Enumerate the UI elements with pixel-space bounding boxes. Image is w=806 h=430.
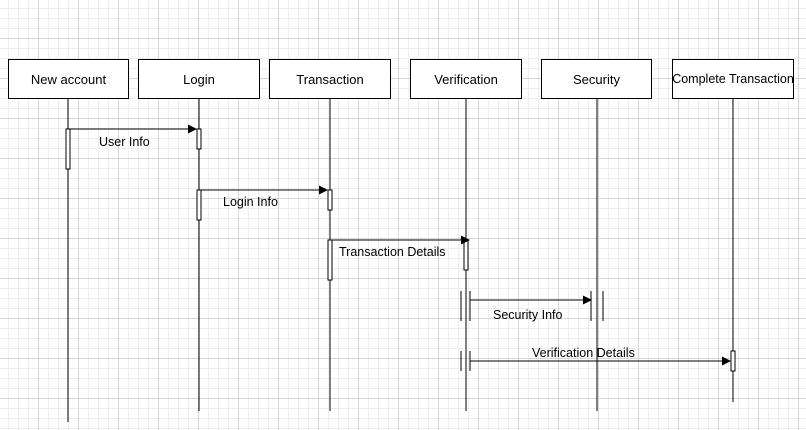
message-label-user-info: User Info: [99, 135, 150, 149]
arrowhead-login-info: [319, 185, 328, 195]
message-label-login-info: Login Info: [223, 195, 278, 209]
arrowhead-verification-details: [722, 356, 731, 366]
activation-bar-verification: [463, 239, 469, 271]
activation-bar-login-1: [196, 128, 202, 150]
activation-bar-transaction-1: [327, 189, 333, 211]
activation-bar-transaction-2: [327, 239, 333, 281]
arrowhead-transaction-details: [461, 235, 470, 245]
actor-login: Login: [138, 59, 260, 99]
activation-bar-new-account: [65, 128, 71, 170]
actor-security: Security: [541, 59, 652, 99]
arrowhead-security-info: [583, 295, 592, 305]
arrowhead-user-info: [188, 124, 197, 134]
actor-label: New account: [30, 71, 107, 87]
actor-transaction: Transaction: [269, 59, 391, 99]
actor-complete-transaction: Complete Transaction: [672, 59, 794, 99]
activation-bar-complete-transaction: [730, 350, 736, 372]
message-label-transaction-details: Transaction Details: [339, 245, 446, 259]
message-label-verification-details: Verification Details: [532, 346, 635, 360]
actor-label: Security: [573, 71, 620, 87]
actor-label: Verification: [434, 71, 498, 87]
activation-bar-login-2: [196, 189, 202, 221]
actor-label: Transaction: [296, 71, 364, 87]
actor-new-account: New account: [8, 59, 129, 99]
actor-label: Complete Transaction: [672, 72, 794, 86]
actor-verification: Verification: [410, 59, 522, 99]
message-label-security-info: Security Info: [493, 308, 563, 322]
actor-label: Login: [183, 71, 215, 87]
